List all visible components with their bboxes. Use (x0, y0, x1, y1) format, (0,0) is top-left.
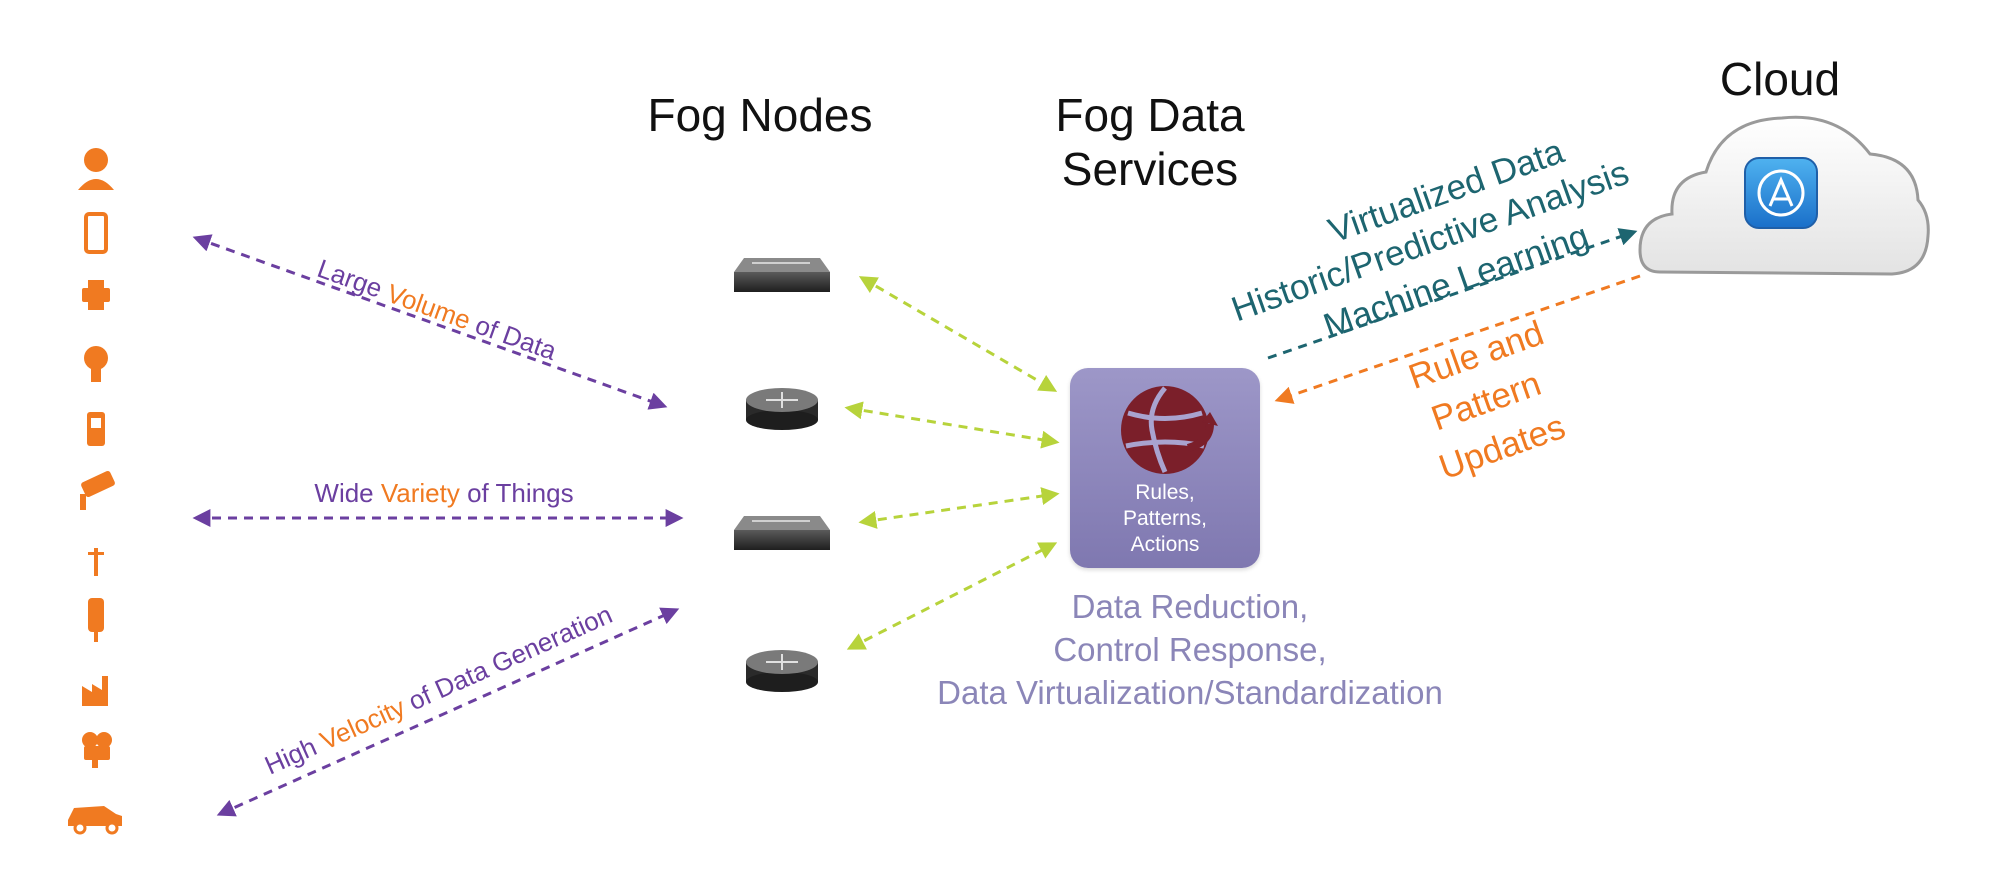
velocity-link-label: High Velocity of Data Generation (260, 599, 617, 780)
node-link-arrow-2 (844, 401, 1060, 449)
router-icon (746, 650, 818, 692)
fog-data-services-box: Rules, Patterns, Actions (1070, 368, 1260, 568)
volume-link-arrow (192, 234, 668, 410)
cloud-heading: Cloud (1719, 53, 1841, 105)
smartphone-icon (84, 212, 108, 254)
velocity-link-arrow (216, 607, 680, 817)
services-caption-line-3: Data Virtualization/Standardization (937, 674, 1443, 711)
light-bulb-icon (84, 346, 108, 382)
node-link-arrow-3 (858, 487, 1060, 529)
node-link-arrow-4 (846, 542, 1058, 650)
variety-link-label: Wide Variety of Things (314, 478, 573, 508)
antenna-icon (88, 548, 104, 576)
handheld-device-icon (87, 412, 105, 446)
fog-node-switch-2 (734, 516, 830, 550)
switch-icon (734, 258, 830, 292)
person-icon (78, 148, 114, 190)
fog-nodes-heading: Fog Nodes (647, 89, 873, 141)
node-link-arrow-1 (858, 276, 1058, 392)
services-box-line-2: Patterns, (1122, 507, 1208, 530)
services-caption-line-2: Control Response, (1053, 631, 1327, 668)
video-camera-icon (82, 732, 112, 768)
services-caption: Data Reduction, Control Response, Data V… (880, 585, 1500, 714)
upstream-arrow (1267, 228, 1638, 360)
switch-icon (734, 516, 830, 550)
traffic-light-icon (88, 598, 104, 642)
services-box-label: Rules, Patterns, Actions (1070, 480, 1260, 558)
services-box-line-3: Actions (1130, 533, 1200, 556)
security-camera-icon (80, 470, 115, 510)
volume-link-label: Large Volume of Data (314, 253, 561, 366)
fog-node-router-2 (746, 650, 818, 692)
services-caption-line-1: Data Reduction, (1071, 588, 1309, 625)
printer-icon (82, 280, 110, 310)
data-services-globe-icon (1121, 386, 1218, 474)
fog-node-router-1 (746, 388, 818, 430)
fog-node-switch-1 (734, 258, 830, 292)
fog-data-services-heading-line-2: Services (1061, 143, 1239, 195)
car-icon (68, 806, 122, 835)
downstream-labels: Rule and Pattern Updates (1404, 313, 1571, 487)
factory-icon (82, 676, 108, 706)
services-box-line-1: Rules, (1135, 481, 1195, 504)
fog-data-services-heading: Fog Data Services (1010, 88, 1290, 196)
app-store-icon (1744, 157, 1818, 229)
fog-data-services-heading-line-1: Fog Data (1055, 89, 1245, 141)
router-icon (746, 388, 818, 430)
things-column (68, 148, 122, 835)
